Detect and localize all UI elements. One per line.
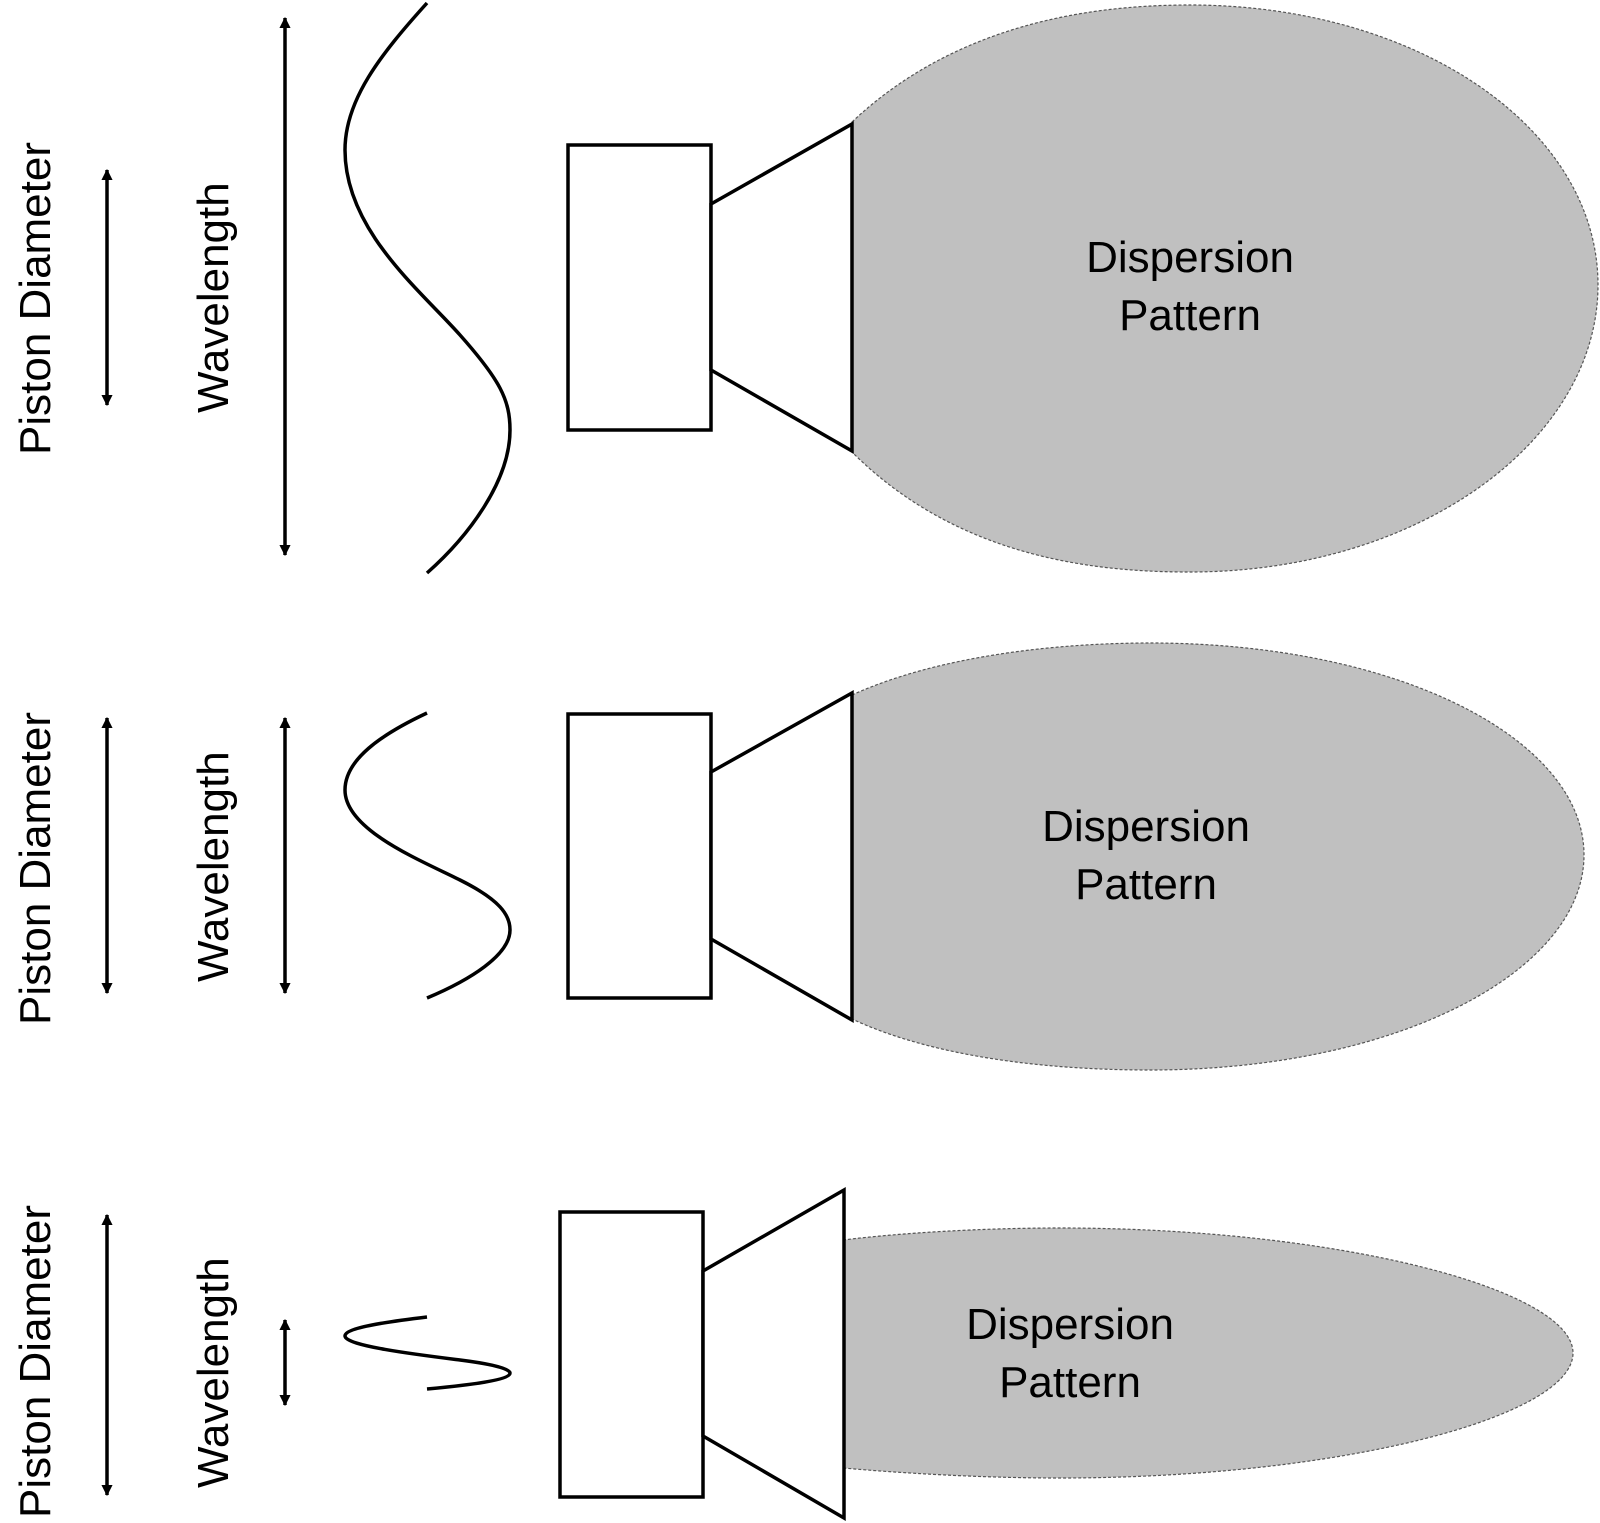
dispersion-label-line1: Dispersion <box>1086 233 1294 282</box>
piston-diameter-label: Piston Diameter <box>11 712 60 1025</box>
wavelength-label: Wavelength <box>189 182 238 413</box>
piston-diameter-label: Piston Diameter <box>11 142 60 455</box>
panel-large-wavelength: Dispersion Pattern Piston Diameter Wavel… <box>11 1 1599 575</box>
speaker-cone <box>709 690 854 1024</box>
wave-curve <box>343 711 512 1000</box>
wave-curve <box>343 1 512 575</box>
piston-diameter-label: Piston Diameter <box>11 1205 60 1518</box>
wavelength-label: Wavelength <box>189 1257 238 1488</box>
speaker-magnet <box>558 1210 705 1499</box>
panel-small-wavelength: Dispersion Pattern Piston Diameter Wavel… <box>11 1186 1574 1522</box>
dispersion-label-line2: Pattern <box>1075 860 1217 909</box>
speaker-cone <box>701 1186 846 1522</box>
dispersion-lobe <box>842 1227 1574 1479</box>
speaker-cone <box>709 120 854 455</box>
speaker-magnet <box>566 143 713 432</box>
dispersion-label-line1: Dispersion <box>1042 802 1250 851</box>
dispersion-label-line2: Pattern <box>1119 291 1261 340</box>
panel-equal-wavelength: Dispersion Pattern Piston Diameter Wavel… <box>11 642 1585 1071</box>
dispersion-lobe <box>851 4 1599 573</box>
speaker-magnet <box>566 712 713 1000</box>
dispersion-label-line1: Dispersion <box>966 1300 1174 1349</box>
wave-curve <box>343 1315 512 1391</box>
dispersion-label-line2: Pattern <box>999 1358 1141 1407</box>
dispersion-lobe <box>851 642 1585 1071</box>
wavelength-label: Wavelength <box>189 751 238 982</box>
